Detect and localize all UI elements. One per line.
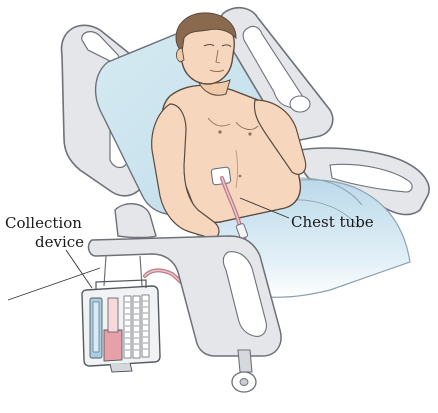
chest-tube-label: Chest tube [291, 213, 374, 231]
bed-side-rail-upper [218, 6, 334, 142]
bed-lower-frame [87, 203, 282, 393]
collection-device-leader [7, 267, 101, 301]
collection-device-leader-2 [65, 249, 93, 289]
collection-device-label-line1: Collection [5, 214, 82, 232]
collection-device [81, 279, 161, 373]
collection-device-label: Collection device [5, 214, 115, 252]
collection-device-columns [123, 294, 150, 359]
leader-lines [7, 197, 290, 301]
bed-side-rail-right [299, 147, 430, 216]
chest-tube-leader [239, 197, 290, 219]
collection-device-label-line2: device [35, 233, 85, 251]
patient [151, 12, 307, 239]
